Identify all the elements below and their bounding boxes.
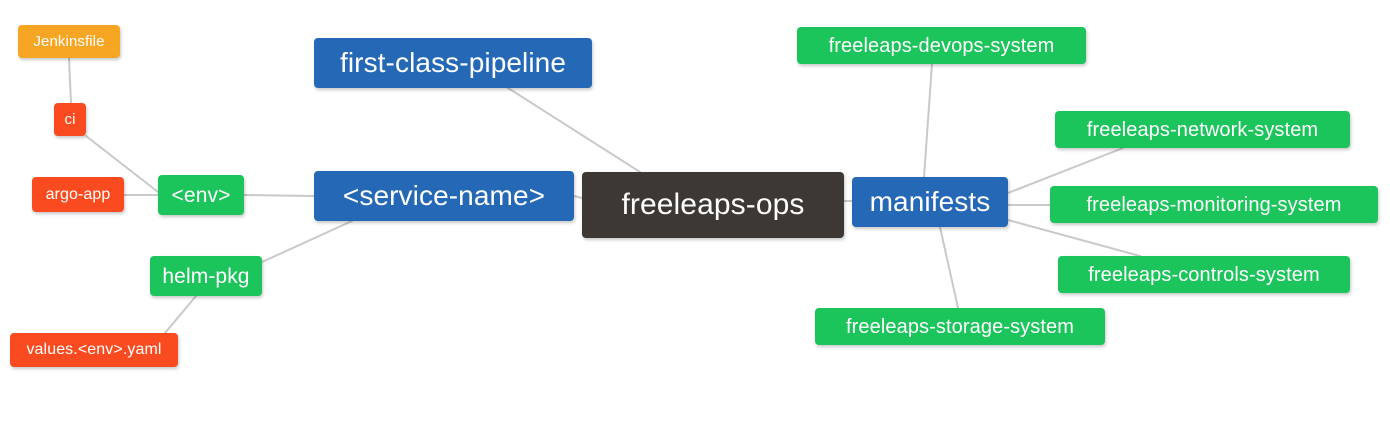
node-freeleaps-ops[interactable]: freeleaps-ops [582,172,844,238]
node-controls-system[interactable]: freeleaps-controls-system [1058,256,1350,293]
node-label: ci [64,111,76,128]
node-helm-pkg[interactable]: helm-pkg [150,256,262,296]
edge-manifests-to-controls-system [1007,219,1141,257]
node-manifests[interactable]: manifests [852,177,1008,227]
node-label: values.<env>.yaml [26,341,162,358]
edge-manifests-to-devops-system [923,63,933,178]
node-label: freeleaps-devops-system [828,34,1055,57]
edge-jenkinsfile-to-ci [68,57,72,104]
node-label: argo-app [45,185,111,203]
node-label: helm-pkg [162,264,250,288]
node-env[interactable]: <env> [158,175,244,215]
edge-manifests-to-storage-system [939,226,959,309]
node-label: freeleaps-storage-system [845,315,1075,338]
node-label: freeleaps-ops [621,188,805,221]
node-label: manifests [869,186,991,217]
edge-env-to-service-name [243,194,315,197]
edge-service-name-to-freeleaps-ops [573,195,583,199]
node-jenkinsfile[interactable]: Jenkinsfile [18,25,120,58]
node-service-name[interactable]: <service-name> [314,171,574,221]
node-ci[interactable]: ci [54,103,86,136]
edge-helm-pkg-to-service-name [261,220,353,263]
node-label: Jenkinsfile [33,33,105,50]
node-values-yaml[interactable]: values.<env>.yaml [10,333,178,367]
node-first-class-pipeline[interactable]: first-class-pipeline [314,38,592,88]
node-devops-system[interactable]: freeleaps-devops-system [797,27,1086,64]
node-monitoring-system[interactable]: freeleaps-monitoring-system [1050,186,1378,223]
node-label: freeleaps-monitoring-system [1086,193,1342,216]
node-storage-system[interactable]: freeleaps-storage-system [815,308,1105,345]
node-label: first-class-pipeline [339,47,567,78]
edge-first-class-pipeline-to-freeleaps-ops [507,87,641,173]
node-label: <env> [171,183,231,207]
edge-values-yaml-to-helm-pkg [164,295,197,334]
node-label: freeleaps-network-system [1086,118,1319,141]
node-network-system[interactable]: freeleaps-network-system [1055,111,1350,148]
node-label: <service-name> [342,180,546,211]
node-label: freeleaps-controls-system [1088,263,1320,286]
node-argo-app[interactable]: argo-app [32,177,124,212]
